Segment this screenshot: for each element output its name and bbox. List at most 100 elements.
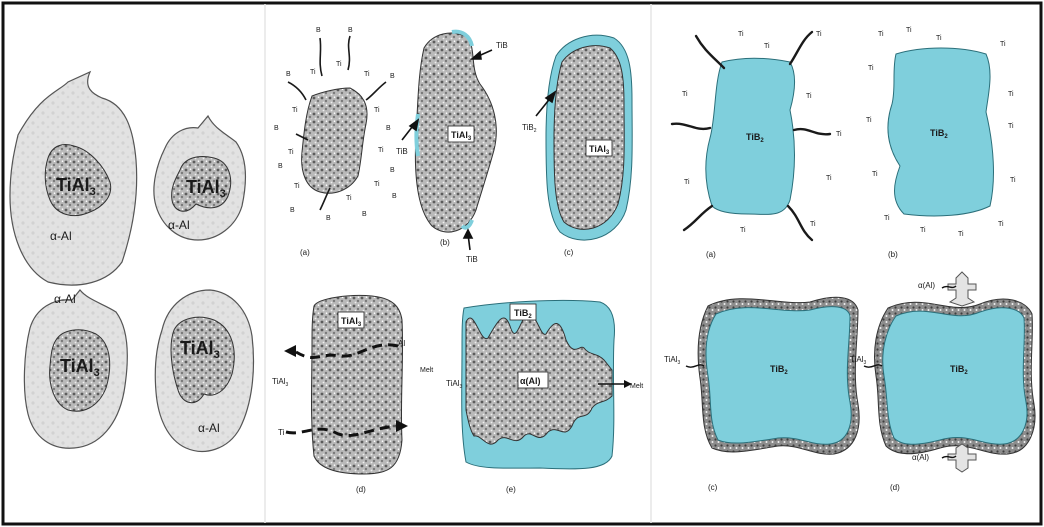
ti-atom: Ti [1010,177,1016,184]
shell-sub: 3 [863,360,866,366]
grain-core-label: TiAl [180,338,214,358]
ti-atom: Ti [764,43,770,50]
ti-atom: Ti [738,31,744,38]
ti-atom: Ti [806,93,812,100]
b-atom: B [316,27,321,34]
ti-atom: Ti [374,181,380,188]
shell-label: TiB [522,123,534,132]
alpha-al-label: α(Al) [918,281,935,290]
shell-label: TiAl [850,355,864,364]
ti-atom: Ti [810,221,816,228]
ti-label: Ti [278,428,285,437]
melt-label: Melt [630,383,643,390]
core-label: TiAl [341,316,358,326]
ti-atom: Ti [884,215,890,222]
ti-atom: Ti [364,71,370,78]
grain-core-sub: 3 [220,188,226,200]
ti-atom: Ti [288,149,294,156]
ti-atom: Ti [310,69,316,76]
tib-label: TiB [496,41,508,50]
ti-atom: Ti [294,183,300,190]
ti-atom: Ti [872,171,878,178]
ti-atom: Ti [958,231,964,238]
caption-d: (d) [356,485,366,494]
b-atom: B [274,125,279,132]
caption-a: (a) [300,248,310,257]
tib-label: TiB [396,147,408,156]
b-atom: B [326,215,331,222]
center-label: α(Al) [520,376,541,386]
tib2-core [706,307,851,445]
b-atom: B [390,167,395,174]
grain-matrix-label: α-Al [54,292,76,306]
ti-atom: Ti [868,65,874,72]
grain-core-label: TiAl [60,356,94,376]
b-atom: B [348,27,353,34]
core-label: TiB [746,132,761,142]
b-atom: B [386,125,391,132]
ti-atom: Ti [292,107,298,114]
ti-atom: Ti [682,91,688,98]
tib2-core [883,308,1027,445]
grain-core-sub: 3 [94,367,100,379]
ti-atom: Ti [998,221,1004,228]
ti-atom: Ti [936,35,942,42]
caption-b: (b) [440,238,450,247]
tial3-particle [302,88,367,193]
ti-atom: Ti [826,175,832,182]
grain-core-sub: 3 [90,186,96,198]
ti-atom: Ti [1008,91,1014,98]
grain-core-label: TiAl [186,177,220,197]
tial3-sub: 3 [459,384,462,390]
ti-atom: Ti [816,31,822,38]
ti-atom: Ti [684,179,690,186]
core-label: TiB [950,364,965,374]
core-label: TiAl [589,144,606,154]
tial3-core [554,46,624,230]
core-label: TiB [770,364,785,374]
ti-atom: Ti [336,61,342,68]
ti-atom: Ti [836,131,842,138]
ti-atom: Ti [1000,41,1006,48]
melt-label: Melt [420,367,433,374]
al-label: Al [398,339,405,348]
shell-label: TiAl [664,355,678,364]
tib-label: TiB [466,255,478,264]
grain-4: TiAl3 α-Al [155,290,253,451]
tial3-sub: 3 [285,382,288,388]
b-atom: B [392,193,397,200]
alpha-al-label: α(Al) [912,453,929,462]
grain-matrix-label: α-Al [50,229,72,243]
ti-atom: Ti [346,195,352,202]
tial3-label: TiAl [272,377,286,386]
core-label: TiB [930,128,945,138]
grain-matrix-label: α-Al [198,421,220,435]
caption-c: (c) [564,248,574,257]
ti-atom: Ti [374,107,380,114]
caption-b-right: (b) [888,250,898,259]
caption-e: (e) [506,485,516,494]
grain-core-sub: 3 [214,349,220,361]
top-label: TiB [514,308,529,318]
ti-atom: Ti [920,227,926,234]
caption-a-right: (a) [706,250,716,259]
b-atom: B [390,73,395,80]
ti-atom: Ti [378,147,384,154]
b-atom: B [278,163,283,170]
shell-sub: 2 [534,128,537,134]
caption-c-right: (c) [708,483,718,492]
ti-atom: Ti [866,117,872,124]
b-atom: B [290,207,295,214]
grain-core-label: TiAl [56,175,90,195]
b-atom: B [286,71,291,78]
ti-atom: Ti [1008,123,1014,130]
ti-atom: Ti [878,31,884,38]
core-label: TiAl [451,130,468,140]
caption-d-right: (d) [890,483,900,492]
grain-matrix-label: α-Al [168,218,190,232]
tial3-label: TiAl [446,379,460,388]
grain-3: TiAl3 α-Al [24,290,127,448]
ti-atom: Ti [740,227,746,234]
ti-atom: Ti [906,27,912,34]
